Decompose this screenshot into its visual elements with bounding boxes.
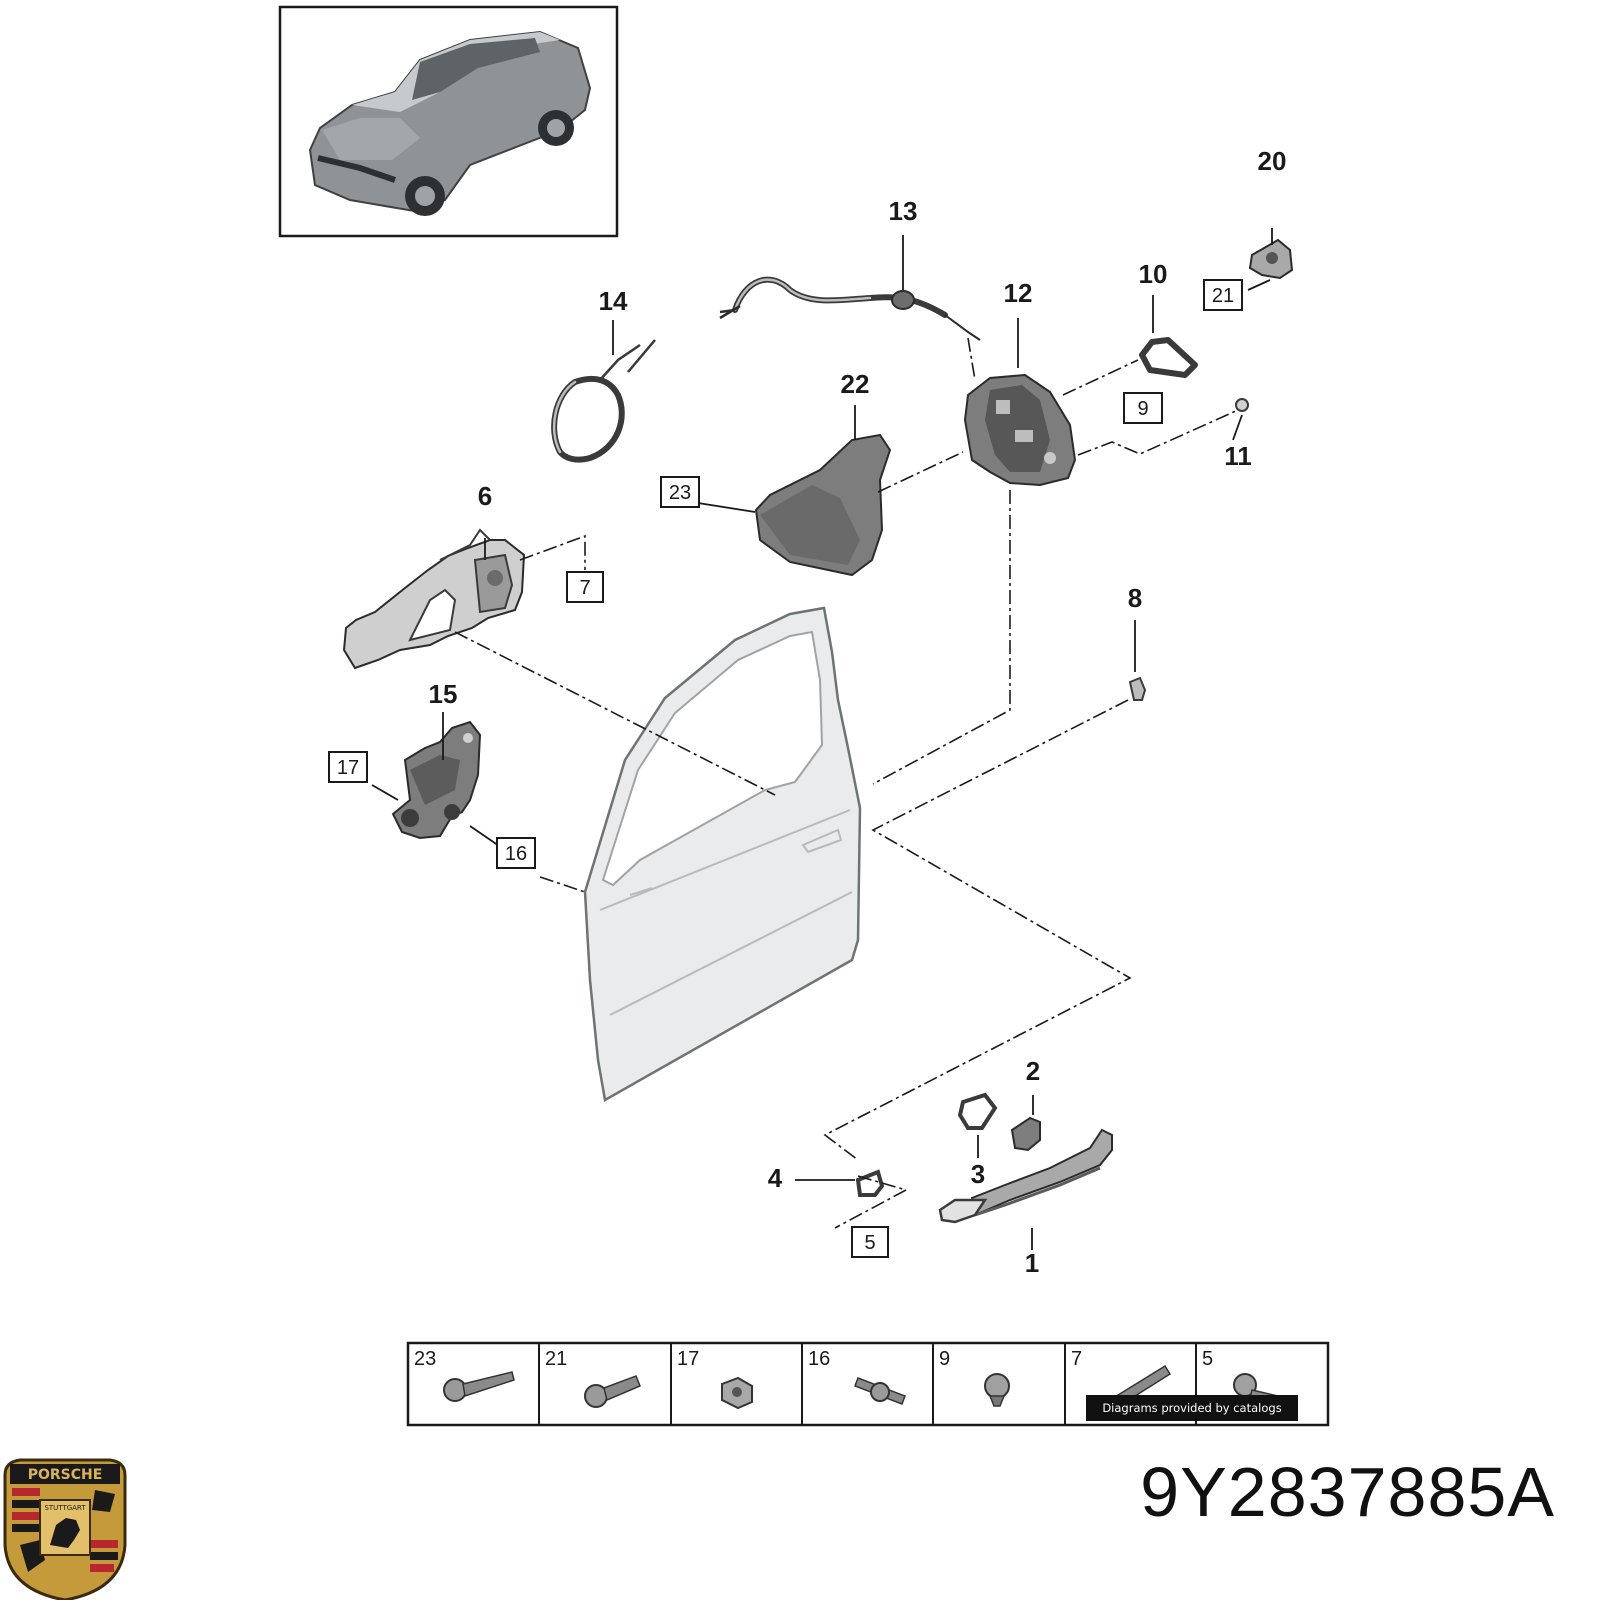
callout-4[interactable]: 4 [768,1163,783,1193]
callout-box-23[interactable]: 23 [660,476,700,508]
callout-6[interactable]: 6 [478,481,492,511]
callout-box-5[interactable]: 5 [851,1226,889,1258]
svg-text:17: 17 [337,757,359,779]
callout-10[interactable]: 10 [1139,259,1168,289]
part-handle-seal-small[interactable] [855,1169,885,1197]
callout-13[interactable]: 13 [889,196,918,226]
part-bowden-cable[interactable] [551,339,656,463]
callout-20[interactable]: 20 [1258,146,1287,176]
svg-text:9: 9 [939,1348,950,1370]
callout-box-17[interactable]: 17 [328,751,368,783]
svg-text:16: 16 [505,843,527,865]
suv-car-icon [308,30,592,216]
part-handle-cap[interactable] [938,1198,988,1224]
svg-text:7: 7 [1071,1348,1082,1370]
part-cap[interactable] [1128,676,1147,701]
callout-box-7[interactable]: 7 [566,571,604,603]
callout-1[interactable]: 1 [1025,1248,1039,1278]
callout-15[interactable]: 15 [429,679,458,709]
callout-22[interactable]: 22 [841,369,870,399]
svg-text:21: 21 [545,1348,567,1370]
part-handle-gasket[interactable] [957,1092,998,1130]
fastener-cell-21[interactable]: 21 [545,1348,641,1408]
callout-12[interactable]: 12 [1004,278,1033,308]
svg-text:17: 17 [677,1348,699,1370]
fastener-cell-23[interactable]: 23 [414,1348,515,1402]
fastener-cell-9[interactable]: 9 [939,1348,1010,1407]
part-insulation-pad[interactable] [754,433,892,577]
diagram-credit: Diagrams provided by catalogs parts [1086,1395,1298,1441]
svg-text:16: 16 [808,1348,830,1370]
door-shell[interactable] [583,606,862,1102]
fastener-cell-16[interactable]: 16 [808,1348,906,1405]
svg-text:5: 5 [1202,1348,1213,1370]
callout-box-9[interactable]: 9 [1123,392,1163,424]
bolt-icon [584,1375,641,1408]
svg-text:9: 9 [1137,398,1148,420]
callout-box-21[interactable]: 21 [1203,279,1243,311]
svg-text:PORSCHE: PORSCHE [28,1467,103,1483]
svg-text:7: 7 [579,577,590,599]
porsche-crest-icon: PORSCHE STUTTGART [3,1458,127,1600]
svg-text:STUTTGART: STUTTGART [44,1504,86,1512]
fastener-cell-17[interactable]: 17 [677,1348,753,1410]
round-screw-icon [984,1373,1010,1407]
svg-text:23: 23 [669,482,691,504]
svg-text:21: 21 [1212,285,1234,307]
part-release-cable[interactable] [719,276,981,341]
boxed-callouts: 5 7 9 16 17 21 23 [328,279,1243,1258]
callout-14[interactable]: 14 [599,286,628,316]
part-lock-seal[interactable] [1139,337,1198,378]
callout-box-16[interactable]: 16 [496,837,536,869]
callout-numbers: 1 2 3 4 6 8 10 11 12 13 14 15 20 22 [429,146,1287,1278]
svg-text:5: 5 [864,1232,875,1254]
stud-bolt-icon [854,1377,906,1405]
callout-11[interactable]: 11 [1224,441,1252,471]
part-door-check[interactable] [391,720,482,840]
part-handle-carrier[interactable] [342,528,526,670]
part-door-handle[interactable] [970,1128,1113,1217]
part-handle-trim[interactable] [1010,1116,1041,1152]
svg-text:23: 23 [414,1348,436,1370]
part-door-lock[interactable] [963,373,1077,487]
part-clip[interactable] [1235,398,1249,412]
wood-screw-icon [443,1371,515,1402]
callout-8[interactable]: 8 [1128,583,1142,613]
hex-nut-icon [721,1376,753,1410]
part-number: 9Y2837885A [1140,1453,1555,1531]
part-striker[interactable] [1248,238,1294,280]
vehicle-thumbnail[interactable] [278,5,619,238]
assembly-lines [454,337,1239,1229]
callout-2[interactable]: 2 [1026,1056,1040,1086]
callout-3[interactable]: 3 [971,1159,985,1189]
